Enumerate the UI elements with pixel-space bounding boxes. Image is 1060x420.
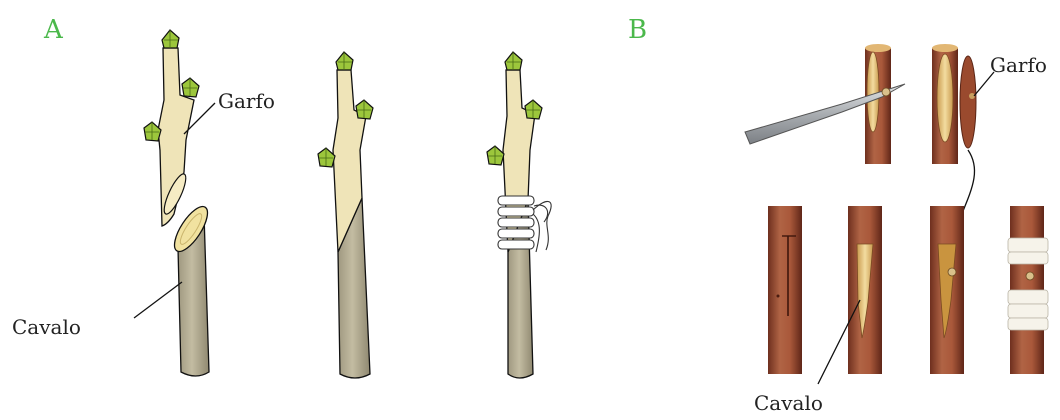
bud (162, 30, 179, 48)
branch-cutting (745, 44, 905, 164)
label-rootstock-a: Cavalo (12, 315, 81, 339)
rootstock-step-3 (930, 206, 964, 374)
panel-a: A Garfo Cavalo (12, 15, 551, 378)
bud (505, 52, 522, 70)
rootstock-label-line (134, 282, 182, 318)
graft-tie (498, 196, 551, 252)
rootstock-step-2 (848, 206, 882, 374)
stage-3-tied (487, 52, 551, 378)
branch-with-cut (932, 44, 958, 164)
bud-shield (960, 56, 976, 148)
rootstock-segment (768, 206, 802, 374)
label-scion-b: Garfo (990, 53, 1047, 77)
stage-1-separated (144, 30, 214, 376)
bark-cut (867, 52, 879, 132)
bud (356, 100, 373, 119)
bud (487, 146, 504, 165)
bud (336, 52, 353, 70)
panel-b-letter: B (628, 15, 647, 45)
bud (182, 78, 199, 97)
stage-2-joined (318, 52, 373, 378)
label-scion-a: Garfo (218, 89, 275, 113)
label-rootstock-b: Cavalo (754, 391, 823, 415)
bark-cut (937, 54, 953, 142)
panel-b: B Garfo (628, 15, 1048, 415)
bud (525, 100, 542, 119)
rootstock-step-4 (1008, 206, 1048, 374)
rootstock-step-1 (768, 206, 802, 374)
panel-a-letter: A (43, 15, 64, 45)
